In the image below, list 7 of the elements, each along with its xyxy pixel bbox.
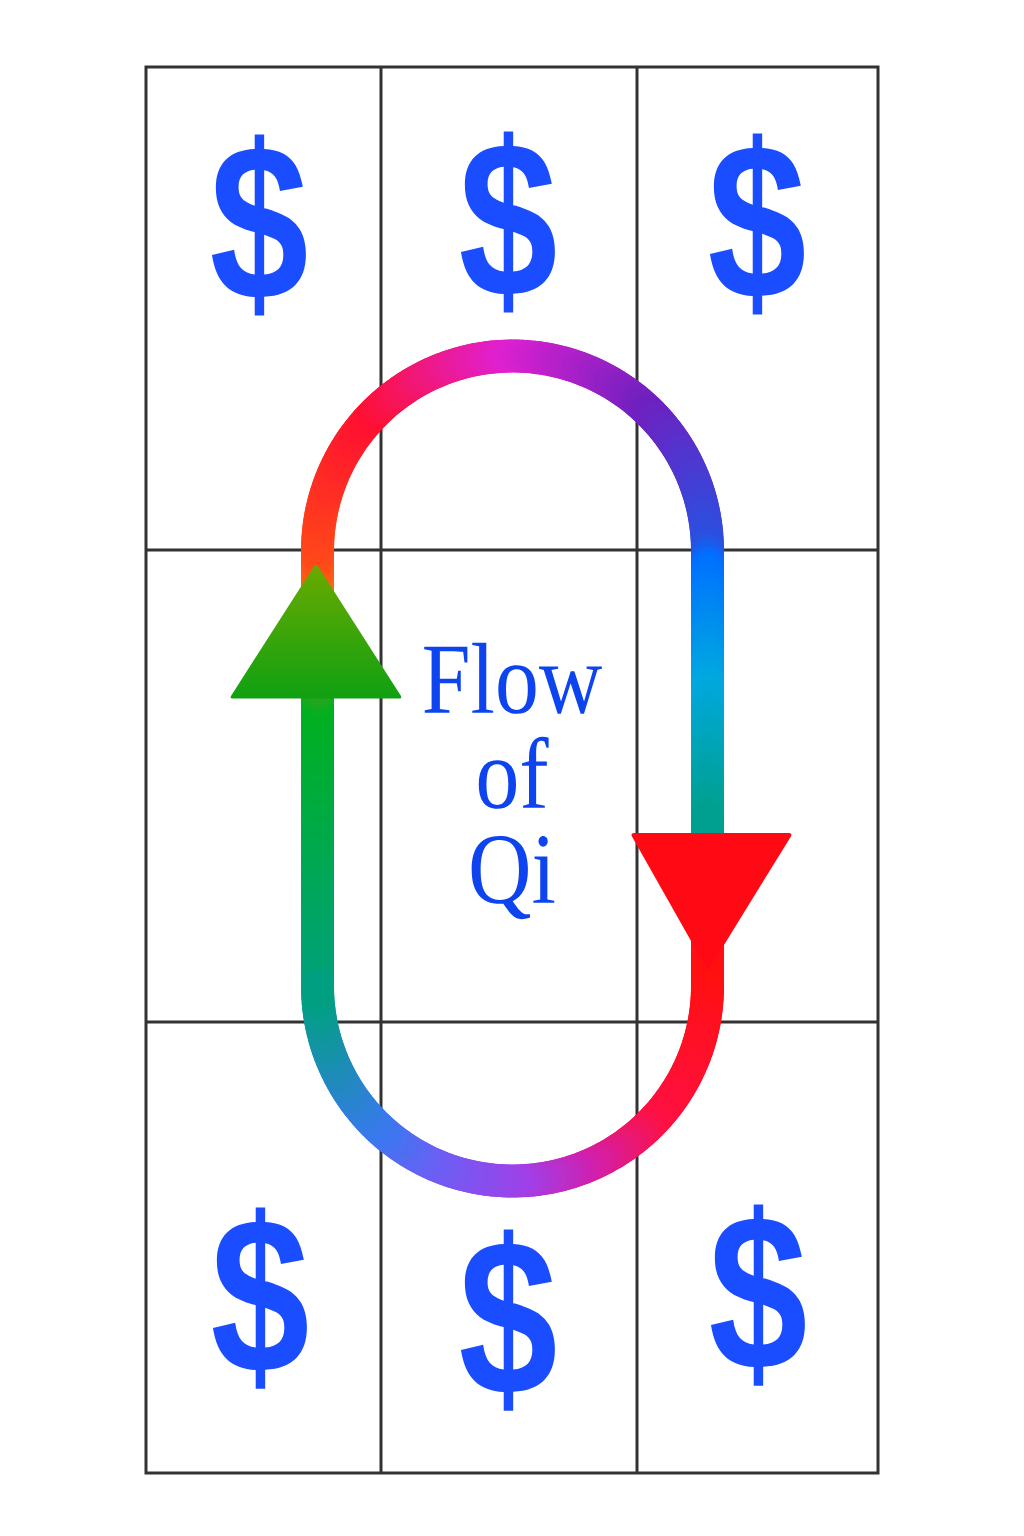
dollar-sign: $ — [460, 131, 555, 313]
dollar-sign: $ — [710, 1204, 805, 1386]
dollar-sign: $ — [211, 134, 306, 316]
dollar-sign: $ — [212, 1207, 307, 1389]
dollar-sign: $ — [709, 133, 804, 315]
dollar-sign: $ — [460, 1229, 555, 1411]
center-label: Flow of Qi — [424, 642, 602, 920]
